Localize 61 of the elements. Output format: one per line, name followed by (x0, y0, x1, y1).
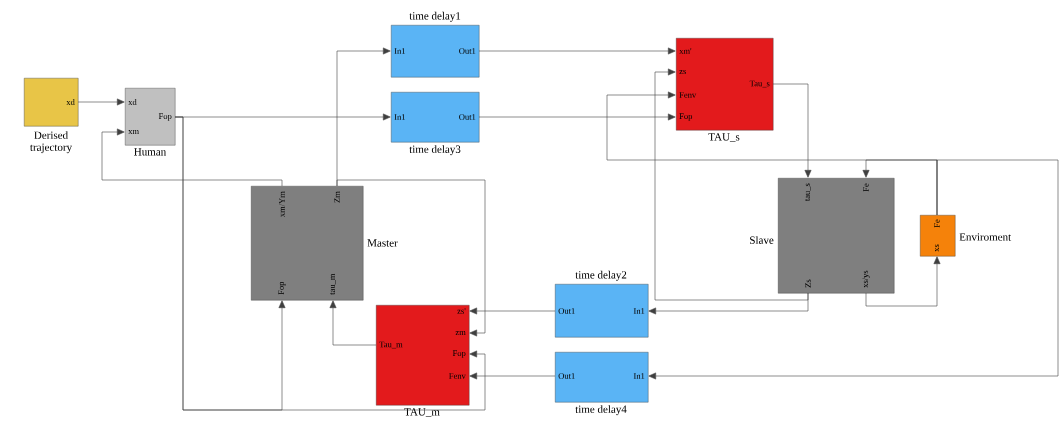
arrow (478, 113, 676, 121)
arrow (478, 47, 676, 55)
block-name: time delay2 (575, 270, 627, 281)
node-label: Fop (278, 281, 286, 295)
node-label: Out1 (459, 48, 476, 54)
block-name: time delay4 (575, 405, 627, 416)
block: Out1 In1 (555, 284, 649, 338)
node-label: Zs (805, 279, 811, 288)
node-label: In1 (394, 48, 406, 54)
arrow (654, 68, 809, 301)
block-name: Derised trajectory (30, 131, 73, 154)
node-label: Fe (863, 183, 869, 192)
node-label: Tau_s (749, 80, 770, 88)
node-label: Out1 (558, 373, 575, 379)
block: zs' zm Fop Fenv Tau_m (376, 305, 470, 406)
arrow (865, 256, 941, 307)
node-label: xm' (679, 48, 692, 54)
block-name: Master (367, 239, 398, 247)
node-label: In1 (633, 308, 645, 314)
node-label: tau_m (330, 273, 336, 295)
arrow (648, 159, 1059, 380)
block-name: Human (134, 148, 167, 156)
arrow (469, 307, 556, 315)
node-label: zs' (457, 308, 466, 314)
block-name: time delay1 (409, 11, 461, 22)
node-label: xs/ys (862, 270, 870, 288)
block-name: TAU_m (404, 408, 440, 417)
node-label: Zm (334, 191, 340, 203)
block: xm/Ym Zm Fop tau_m (251, 186, 364, 301)
block: In1 Out1 (391, 25, 480, 78)
node-label: Out1 (459, 114, 476, 120)
block: In1 Out1 (391, 92, 480, 143)
arrow (101, 128, 283, 187)
node-label: Fenv (449, 373, 466, 379)
arrow (469, 372, 556, 380)
block: xm' zs Fenv Fop Tau_s (676, 38, 774, 131)
block: xd (24, 78, 79, 127)
arrow (77, 98, 125, 106)
node-label: Out1 (558, 308, 575, 314)
block-name: Slave (750, 236, 774, 244)
node-label: zm (455, 331, 466, 336)
block-name: TAU_s (708, 133, 740, 142)
node-label: xm/Ym (279, 191, 285, 218)
block-name: time delay3 (409, 145, 461, 156)
block: tau_s Fe Zs xs/ys (778, 178, 895, 294)
block: Out1 In1 (555, 352, 649, 403)
node-label: Tau_m (379, 341, 403, 349)
node-label: In1 (633, 373, 645, 379)
arrow (336, 179, 486, 337)
node-label: In1 (394, 114, 406, 120)
block-name: Enviroment (959, 233, 1012, 241)
arrow (329, 300, 377, 346)
node-label: zs (679, 69, 686, 75)
block: Fe xs (920, 215, 956, 257)
arrow (174, 116, 486, 411)
node-label: tau_s (805, 183, 811, 202)
node-label: Fop (452, 350, 466, 358)
block: xd Fop xm (125, 88, 176, 146)
node-label: Fop (679, 113, 693, 121)
arrow (772, 83, 812, 178)
node-label: Fenv (679, 92, 697, 98)
